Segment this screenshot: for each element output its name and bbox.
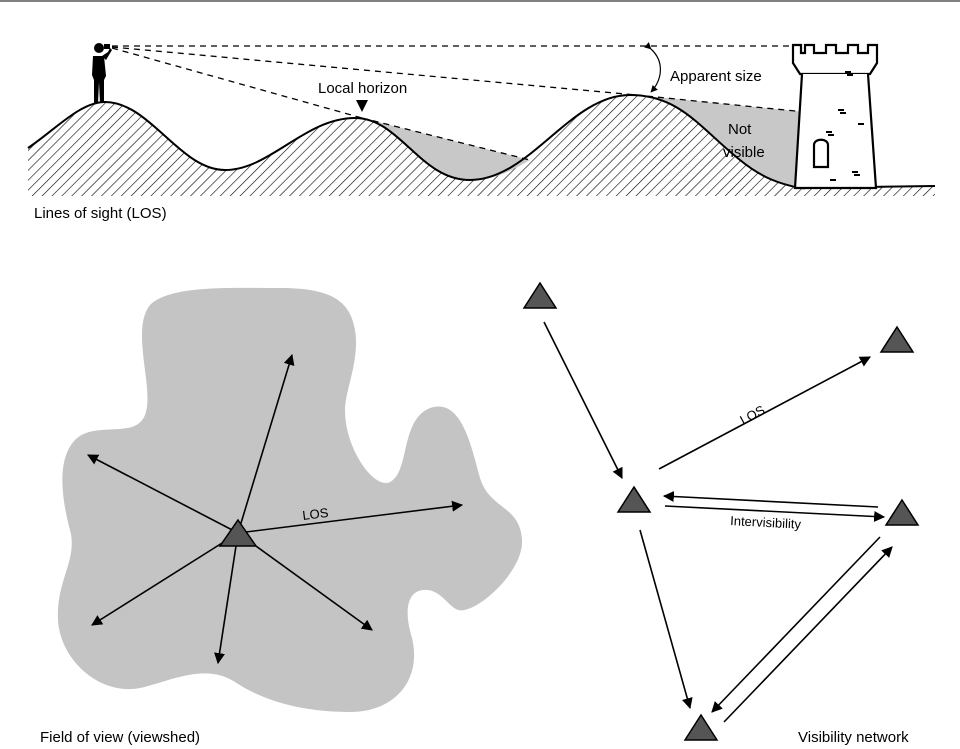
network-node-bottom (683, 713, 719, 741)
network-los-label: LOS (737, 402, 767, 428)
local-horizon-label: Local horizon (318, 80, 407, 97)
apparent-size-arc (644, 42, 661, 93)
tower-icon (791, 43, 879, 190)
network-node-right (884, 498, 920, 526)
viewshed-area (57, 287, 523, 712)
lines-of-sight-panel: Local horizon Apparent size Not visible … (27, 42, 936, 222)
not-visible-label-line1: Not (728, 121, 752, 138)
hidden-zone-1 (362, 118, 530, 180)
network-node-top-left (522, 281, 558, 309)
viewshed-panel: LOS Field of view (viewshed) (40, 287, 523, 746)
local-horizon-marker (356, 100, 368, 112)
visibility-network-caption: Visibility network (798, 729, 909, 746)
intervisibility-label: Intervisibility (730, 513, 802, 532)
terrain-profile (27, 93, 936, 190)
observer-figure (92, 43, 112, 103)
not-visible-label-line2: visible (723, 144, 765, 161)
viewshed-los-label: LOS (302, 505, 330, 523)
terrain-ground (28, 95, 935, 196)
network-node-center (616, 485, 652, 513)
apparent-size-label: Apparent size (670, 68, 762, 85)
network-node-top-right (879, 325, 915, 353)
tower-bricks (826, 71, 864, 181)
lines-of-sight-caption: Lines of sight (LOS) (34, 205, 167, 222)
visibility-network-panel: LOS Intervisibility Visibility network (522, 281, 920, 746)
sight-lines (111, 45, 806, 161)
viewshed-observer-marker (218, 518, 258, 547)
network-edges (543, 321, 893, 723)
network-nodes (522, 281, 920, 741)
viewshed-caption: Field of view (viewshed) (40, 729, 200, 746)
viewshed-sight-lines (87, 353, 464, 665)
